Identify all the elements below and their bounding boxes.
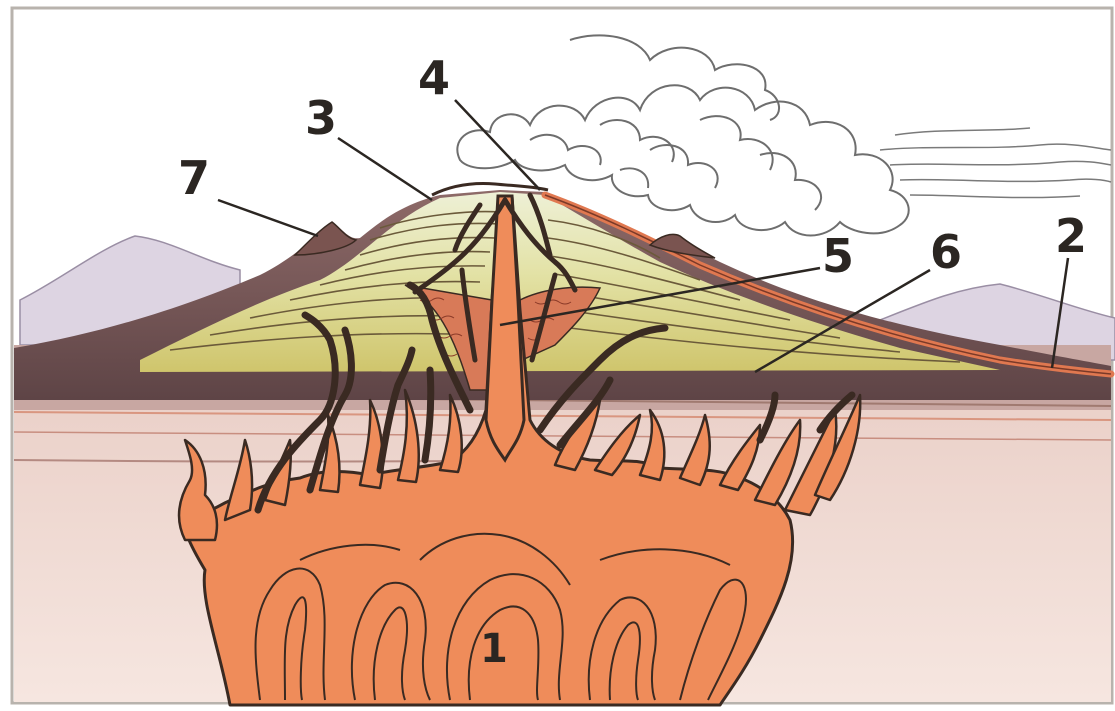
label-6: 6 (930, 225, 962, 279)
label-1: 1 (480, 626, 508, 672)
label-4: 4 (418, 51, 450, 105)
label-5: 5 (822, 229, 854, 283)
label-2: 2 (1055, 209, 1087, 263)
label-7: 7 (178, 151, 210, 205)
label-3: 3 (305, 91, 337, 145)
